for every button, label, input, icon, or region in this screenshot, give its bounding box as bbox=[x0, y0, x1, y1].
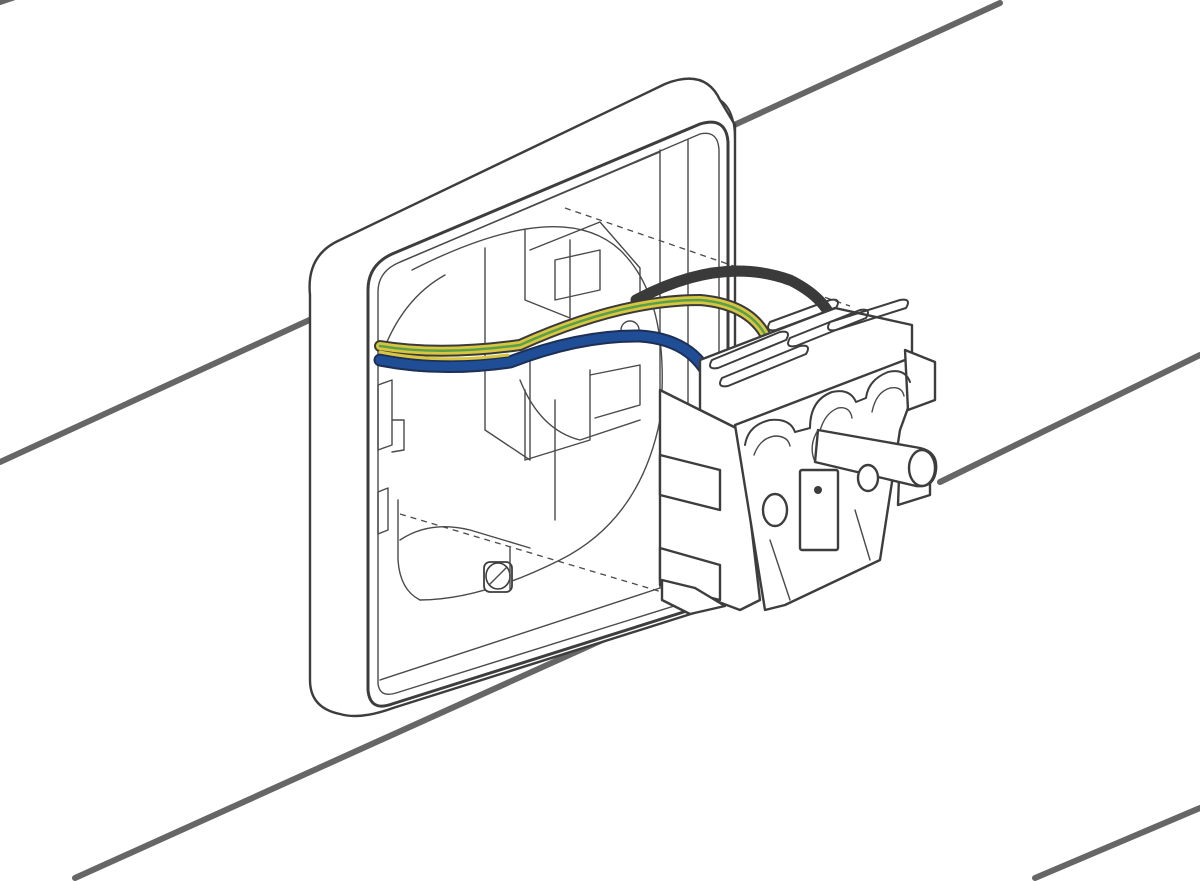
mounting-box bbox=[308, 77, 851, 718]
terminal-slot-1 bbox=[709, 330, 789, 370]
screw-icon bbox=[483, 547, 513, 593]
box-left-clip-1 bbox=[377, 379, 393, 451]
live-wire bbox=[630, 265, 841, 336]
socket-insert bbox=[658, 298, 938, 616]
insert-left-foot bbox=[660, 578, 727, 616]
box-round-recess-3 bbox=[397, 499, 421, 601]
box-floor-line bbox=[379, 587, 661, 681]
insert-center-dot bbox=[814, 486, 822, 494]
terminal-slot-2 bbox=[719, 344, 809, 388]
insert-right-tab-1 bbox=[903, 348, 937, 412]
guide-line-bottom bbox=[399, 513, 666, 594]
box-rib-5 bbox=[589, 364, 641, 419]
rail-line-4 bbox=[1032, 805, 1200, 881]
rail-line-top bbox=[0, 0, 16, 5]
insert-hole-left bbox=[761, 492, 789, 528]
box-outer-frame bbox=[308, 77, 737, 718]
box-inner-rim bbox=[366, 120, 730, 708]
rail-line-3 bbox=[72, 602, 683, 881]
box-left-clip-2 bbox=[377, 487, 389, 535]
earth-pin bbox=[811, 428, 938, 488]
wires bbox=[373, 265, 841, 399]
terminal-slot-4 bbox=[787, 308, 869, 348]
box-left-clip-3 bbox=[391, 419, 405, 453]
box-inner-rim-2 bbox=[377, 132, 720, 696]
terminal-slot-3 bbox=[767, 298, 839, 332]
terminal-slot-5 bbox=[827, 298, 909, 332]
rail-line-2 bbox=[937, 352, 1200, 485]
box-rib-2 bbox=[524, 229, 571, 319]
insert-hole-right bbox=[856, 463, 880, 493]
box-rib-6 bbox=[554, 249, 601, 301]
insert-scallop-inner bbox=[753, 386, 905, 456]
box-rib-4 bbox=[524, 369, 591, 461]
insert-front-detail bbox=[769, 509, 871, 601]
box-ceiling-line bbox=[399, 151, 661, 263]
insert-center-plate bbox=[798, 468, 840, 552]
insert-scallop bbox=[744, 370, 911, 446]
box-rib-9 bbox=[399, 525, 531, 549]
box-rib-1 bbox=[484, 247, 531, 461]
box-frame-edge bbox=[719, 99, 736, 141]
insert-left-clip-1 bbox=[658, 453, 722, 512]
box-rib-7 bbox=[519, 379, 641, 441]
